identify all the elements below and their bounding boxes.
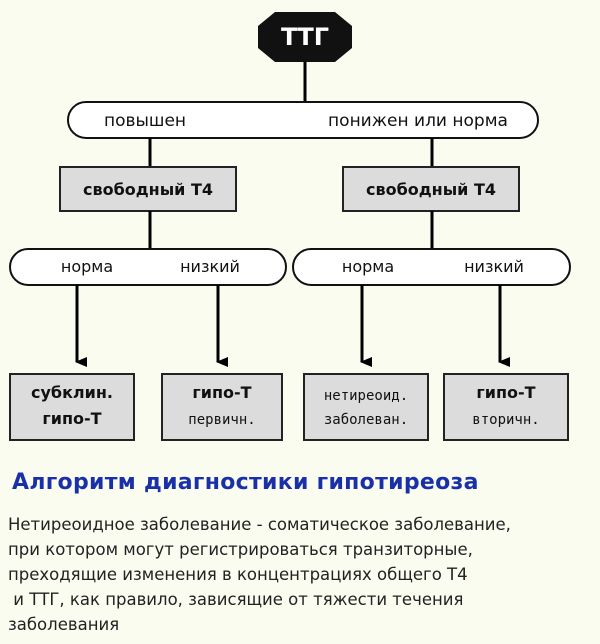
result-subclinical-line1: субклин. (31, 383, 113, 402)
right-option-low: низкий (464, 257, 524, 276)
result-nonthyroidal: нетиреоид. заболеван. (303, 373, 429, 441)
figure-caption: Алгоритм диагностики гипотиреоза (12, 470, 479, 495)
right-test-label: свободный Т4 (366, 180, 496, 199)
level1-right-label: понижен или норма (328, 111, 508, 131)
right-option-norm: норма (342, 257, 394, 276)
description-line: и ТТГ, как правило, зависящие от тяжести… (8, 590, 464, 609)
description-line: Нетиреоидное заболевание - соматическое … (8, 515, 511, 534)
result-secondary: гипо-Т вторичн. (443, 373, 569, 441)
level1-left-label: повышен (104, 111, 186, 131)
result-primary: гипо-Т первичн. (161, 373, 283, 441)
right-options-pill: норма низкий (292, 248, 571, 286)
result-secondary-line1: гипо-Т (476, 383, 535, 402)
diagnostic-flowchart: ТТГ повышен понижен или норма свободный … (9, 12, 571, 441)
right-test-box: свободный Т4 (342, 166, 520, 212)
description-text: Нетиреоидное заболевание - соматическое … (8, 512, 598, 637)
description-line: при котором могут регистрироваться транз… (8, 540, 473, 559)
left-test-box: свободный Т4 (59, 166, 237, 212)
result-nonthyroidal-line2: заболеван. (324, 412, 408, 428)
result-primary-line2: первичн. (188, 412, 255, 428)
result-secondary-line2: вторичн. (472, 412, 539, 428)
result-subclinical-line2: гипо-Т (42, 409, 101, 428)
description-line: заболевания (8, 615, 120, 634)
level1-pill: повышен понижен или норма (67, 101, 539, 139)
description-line: преходящие изменения в концентрациях общ… (8, 565, 468, 584)
result-nonthyroidal-line1: нетиреоид. (324, 388, 408, 404)
left-option-norm: норма (61, 257, 113, 276)
root-label: ТТГ (281, 23, 329, 51)
left-test-label: свободный Т4 (83, 180, 213, 199)
left-options-pill: норма низкий (9, 248, 287, 286)
left-option-low: низкий (180, 257, 240, 276)
root-node: ТТГ (258, 12, 352, 62)
result-subclinical: субклин. гипо-Т (9, 373, 135, 441)
result-primary-line1: гипо-Т (192, 383, 251, 402)
